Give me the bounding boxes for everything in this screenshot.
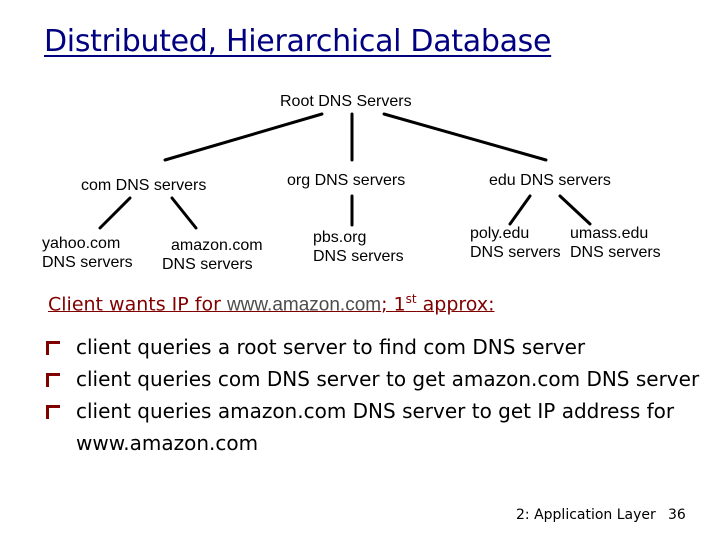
- connector-root-com: [163, 112, 324, 162]
- footer-chapter: 2: Application Layer: [516, 507, 656, 523]
- root-dns-node: Root DNS Servers: [280, 93, 412, 110]
- connector-edu-poly: [508, 194, 532, 226]
- bullet-icon: [46, 373, 60, 387]
- step-text: client queries com DNS server to get ama…: [76, 367, 700, 391]
- bullet-icon: [46, 405, 60, 419]
- yahoo-domain-label: yahoo.com: [42, 235, 121, 252]
- pbs-servers-label: DNS servers: [313, 248, 404, 265]
- amazon-dns-node: amazon.com DNS servers: [162, 236, 263, 274]
- slide-title: Distributed, Hierarchical Database: [44, 24, 552, 59]
- amazon-servers-label: DNS servers: [162, 256, 253, 273]
- amazon-domain-label: amazon.com: [171, 237, 263, 254]
- poly-dns-node: poly.edu DNS servers: [470, 224, 561, 262]
- list-item: client queries com DNS server to get ama…: [46, 363, 706, 395]
- com-dns-node: com DNS servers: [81, 177, 207, 194]
- edu-dns-node: edu DNS servers: [489, 172, 611, 189]
- bullet-icon: [46, 341, 60, 355]
- umass-servers-label: DNS servers: [570, 244, 661, 261]
- umass-domain-label: umass.edu: [570, 225, 649, 242]
- scenario-ordinal: ; 1: [381, 293, 406, 316]
- step-text: client queries amazon.com DNS server to …: [76, 399, 675, 455]
- connector-root-edu: [382, 112, 548, 162]
- pbs-dns-node: pbs.org DNS servers: [313, 228, 404, 266]
- org-dns-node: org DNS servers: [287, 172, 406, 189]
- list-item: client queries a root server to find com…: [46, 331, 706, 363]
- scenario-url-link[interactable]: www.amazon.com: [226, 294, 382, 316]
- scenario-suffix: approx:: [416, 293, 495, 316]
- query-steps-list: client queries a root server to find com…: [46, 331, 706, 459]
- umass-dns-node: umass.edu DNS servers: [570, 224, 661, 262]
- footer-page-number: 36: [668, 507, 686, 523]
- pbs-domain-label: pbs.org: [313, 229, 367, 246]
- connector-com-amazon: [170, 196, 198, 230]
- step-text: client queries a root server to find com…: [76, 335, 586, 359]
- yahoo-servers-label: DNS servers: [42, 254, 133, 271]
- yahoo-dns-node: yahoo.com DNS servers: [42, 234, 133, 272]
- poly-servers-label: DNS servers: [470, 244, 561, 261]
- list-item: client queries amazon.com DNS server to …: [46, 395, 706, 459]
- scenario-heading: Client wants IP for www.amazon.com; 1st …: [48, 292, 495, 316]
- scenario-ordinal-suffix: st: [405, 292, 417, 306]
- hierarchy-connectors: [98, 112, 592, 230]
- connector-com-yahoo: [98, 196, 132, 230]
- scenario-prefix: Client wants IP for: [48, 293, 227, 316]
- connector-edu-umass: [558, 194, 592, 226]
- poly-domain-label: poly.edu: [470, 225, 530, 242]
